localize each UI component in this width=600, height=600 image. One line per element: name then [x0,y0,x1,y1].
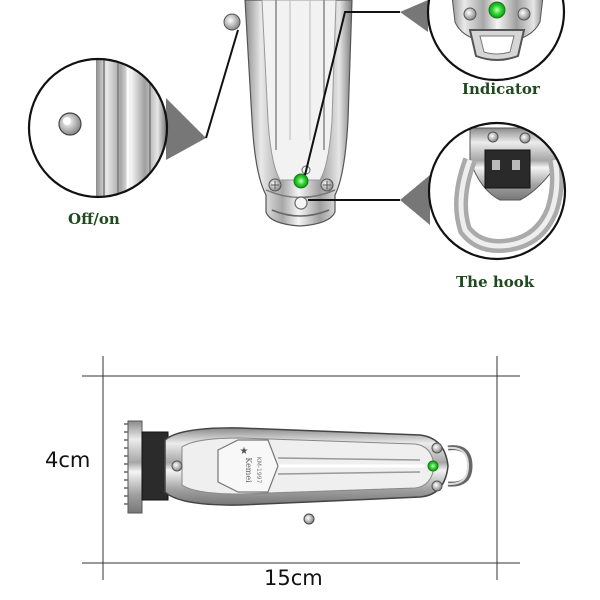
hook-label: The hook [456,273,535,291]
off-on-label: Off/on [68,210,120,228]
screw-icon [431,442,443,454]
indicator-label: Indicator [462,80,540,98]
dimension-lines [82,356,520,580]
screw-icon [171,460,183,472]
height-dimension-label: 4cm [45,448,91,472]
power-switch-closeup-icon [58,112,82,136]
power-switch-icon [303,513,315,525]
clipper-side-view: ★ Kemei KM-1997 [124,420,473,525]
star-icon: ★ [240,446,249,457]
indicator-led-icon [293,173,309,189]
indicator-led-icon [427,460,439,472]
length-dimension-label: 15cm [264,566,323,590]
callout-hook [308,121,567,261]
screw-icon [517,7,531,21]
hook-point-icon [294,196,308,210]
clipper-top-view [223,0,353,227]
logo-model-text: KM-1997 [255,457,262,484]
callout-off-on [27,29,239,199]
power-switch-icon [223,13,241,31]
logo-brand-text: Kemei [244,457,253,483]
screw-icon [431,480,443,492]
indicator-led-closeup-icon [488,1,506,19]
screw-icon [463,7,477,21]
